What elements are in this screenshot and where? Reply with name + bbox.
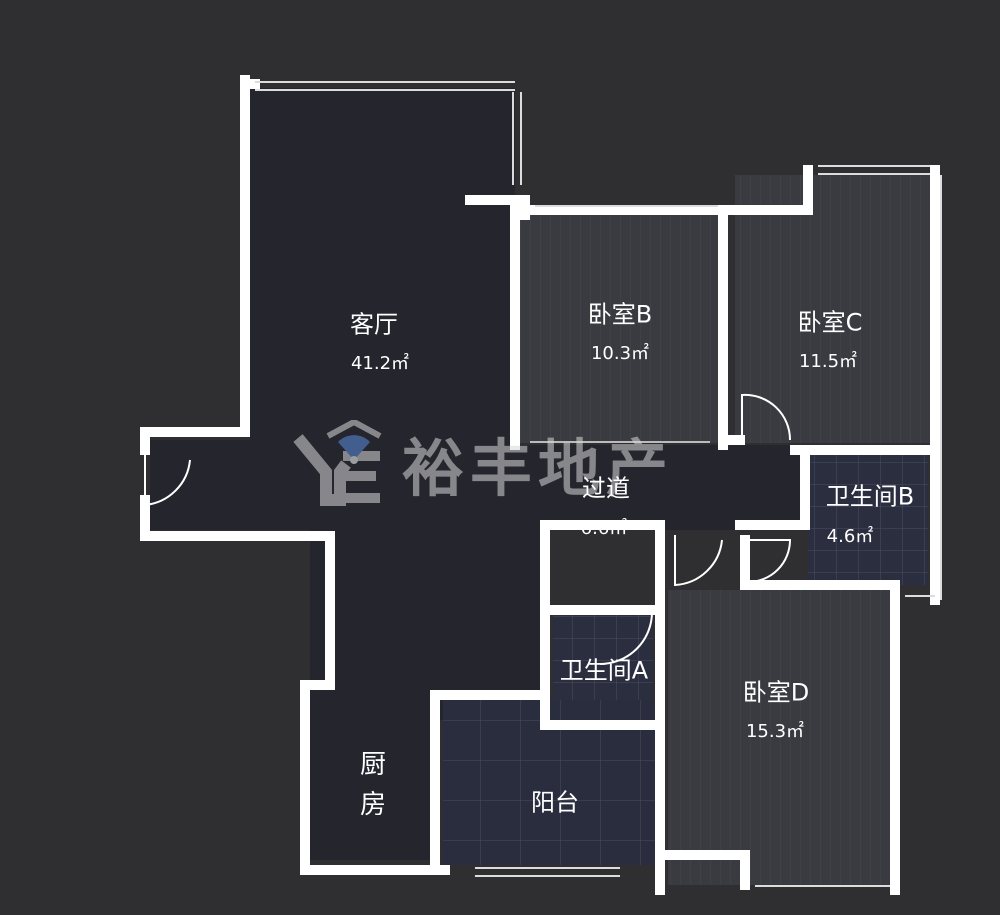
bath-a-door-icon (599, 611, 654, 665)
watermark-text: 裕丰地产 (402, 432, 675, 505)
bedroom-b-name: 卧室B (587, 300, 653, 329)
bedroom-b-floor (520, 215, 720, 443)
bath-b-floor (808, 455, 928, 585)
walls (140, 75, 940, 895)
yf-house-logo-icon (293, 420, 382, 506)
bedroom-d-floor (668, 590, 890, 885)
floor-fill (150, 88, 930, 885)
bedroom-d-area: 15.3㎡ (745, 721, 805, 742)
bath-b-name: 卫生间B (825, 482, 915, 511)
windows (255, 81, 942, 887)
bedroom-c-floor (735, 175, 930, 443)
bath-a-floor (553, 615, 653, 715)
living-room-area: 41.2㎡ (350, 353, 410, 374)
bath-b-door-icon (747, 539, 792, 583)
living-room-name: 客厅 (350, 310, 398, 339)
bedroom-b-area: 10.3㎡ (590, 343, 650, 364)
bedroom-c-name: 卧室C (797, 308, 863, 337)
entry-door-icon (144, 455, 191, 507)
balcony-name: 阳台 (531, 788, 579, 817)
bedroom-d-door-icon (674, 535, 723, 587)
watermark: 裕丰地产 (288, 418, 674, 508)
bath-a-name: 卫生间A (559, 656, 649, 685)
bedroom-c-door-icon (741, 393, 792, 441)
bedroom-d-name: 卧室D (742, 678, 810, 707)
corridor-name: 过道 (582, 474, 630, 503)
kitchen-name: 厨房 (355, 750, 386, 830)
doors (144, 393, 792, 665)
bath-b-area: 4.6㎡ (826, 526, 874, 547)
corridor-area: 6.6㎡ (580, 518, 628, 539)
bedroom-c-area: 11.5㎡ (798, 351, 858, 372)
